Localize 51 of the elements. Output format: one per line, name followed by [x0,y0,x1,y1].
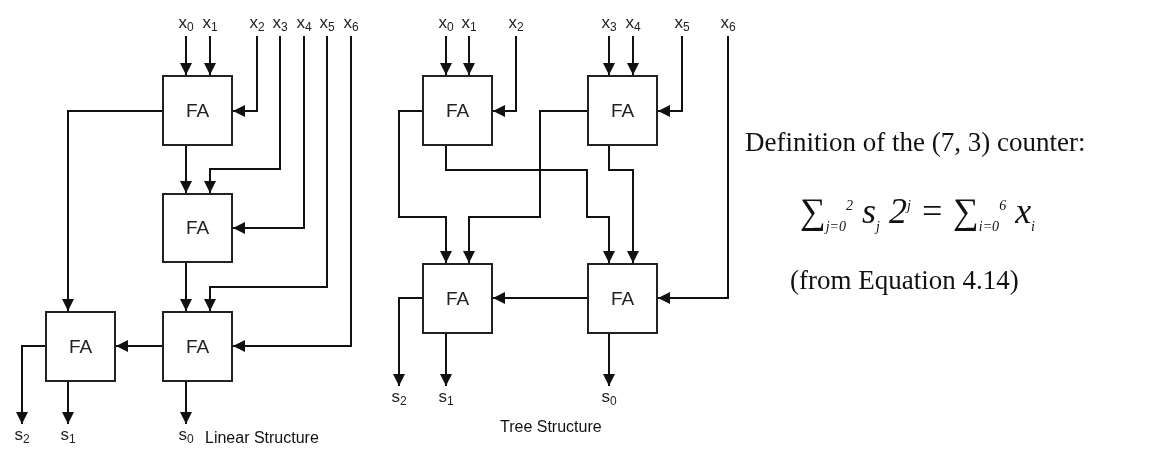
adder-box: FA [162,311,233,382]
arrow [657,35,683,117]
arrow [180,262,192,312]
signal-label: x$_{5}$ [668,12,696,36]
arrow [608,145,639,264]
arrow [657,35,729,304]
signal-label: s$_{2}$ [385,386,413,410]
arrow [603,333,615,387]
arrow [204,35,328,312]
arrow [232,35,258,117]
arrow [463,110,588,264]
arrow [393,297,423,387]
adder-box: FA [162,75,233,146]
arrow [115,340,163,352]
arrow [398,110,452,264]
arrow [627,35,639,76]
arrow [180,381,192,425]
text-line: Definition of the (7, 3) counter: [745,127,1086,158]
adder-box: FA [587,263,658,334]
adder-box: FA [422,263,493,334]
arrow [16,345,46,425]
adder-box: FA [422,75,493,146]
arrow [232,35,305,234]
arrow [232,35,352,352]
arrow [204,35,216,76]
arrow [463,35,475,76]
text-line: (from Equation 4.14) [790,265,1019,296]
adder-box: FA [162,193,233,263]
caption-text: Tree Structure [500,418,602,436]
arrow [440,333,452,387]
formula: ∑$_{j=0}$$^{2}$ s$_{j}$ 2$^{j}$ = ∑$_{i=0}$$^{6}$ x$_{i}$ [800,190,1035,236]
adder-box: FA [45,311,116,382]
arrow [440,35,452,76]
caption-text: Linear Structure [205,429,319,447]
signal-label: x$_{2}$ [502,12,530,36]
signal-label: s$_{1}$ [54,424,82,448]
arrow [180,35,192,76]
signal-label: x$_{6}$ [714,12,742,36]
arrow [204,35,281,194]
arrow [492,35,517,117]
arrow [180,145,192,194]
arrow [445,145,615,264]
adder-box: FA [587,75,658,146]
arrow [492,292,588,304]
arrow [62,381,74,425]
signal-label: s$_{1}$ [432,386,460,410]
signal-label: s$_{0}$ [595,386,623,410]
signal-label: s$_{2}$ [8,424,36,448]
signal-label: s$_{0}$ [172,424,200,448]
arrow [62,110,163,312]
arrow [603,35,615,76]
